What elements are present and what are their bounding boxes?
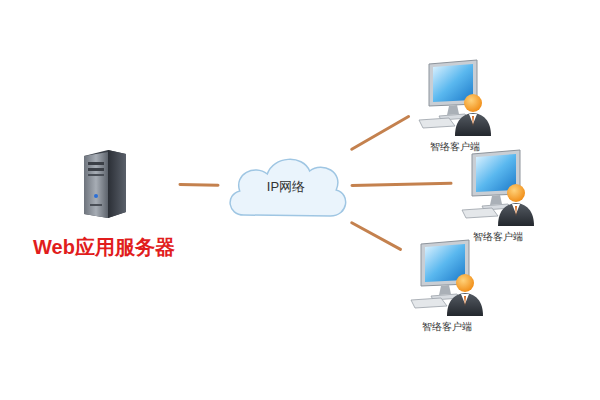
network-cloud: IP网络 <box>222 147 350 227</box>
client-label: 智络客户端 <box>473 230 523 244</box>
client-node: 智络客户端 <box>404 238 490 336</box>
client-icon <box>415 58 495 138</box>
client-node: 智络客户端 <box>412 58 498 156</box>
network-label: IP网络 <box>267 178 305 196</box>
client-node: 智络客户端 <box>455 148 541 246</box>
network-link <box>180 183 218 187</box>
network-link <box>352 183 451 185</box>
cloud-outline <box>230 159 346 216</box>
network-link <box>352 117 409 150</box>
client-label: 智络客户端 <box>422 320 472 334</box>
network-link <box>352 223 401 250</box>
server-icon <box>78 148 130 220</box>
server-label: Web应用服务器 <box>33 234 175 261</box>
client-icon <box>458 148 538 228</box>
server-node: Web应用服务器 <box>30 148 178 263</box>
client-icon <box>407 238 487 318</box>
client-label: 智络客户端 <box>430 140 480 154</box>
